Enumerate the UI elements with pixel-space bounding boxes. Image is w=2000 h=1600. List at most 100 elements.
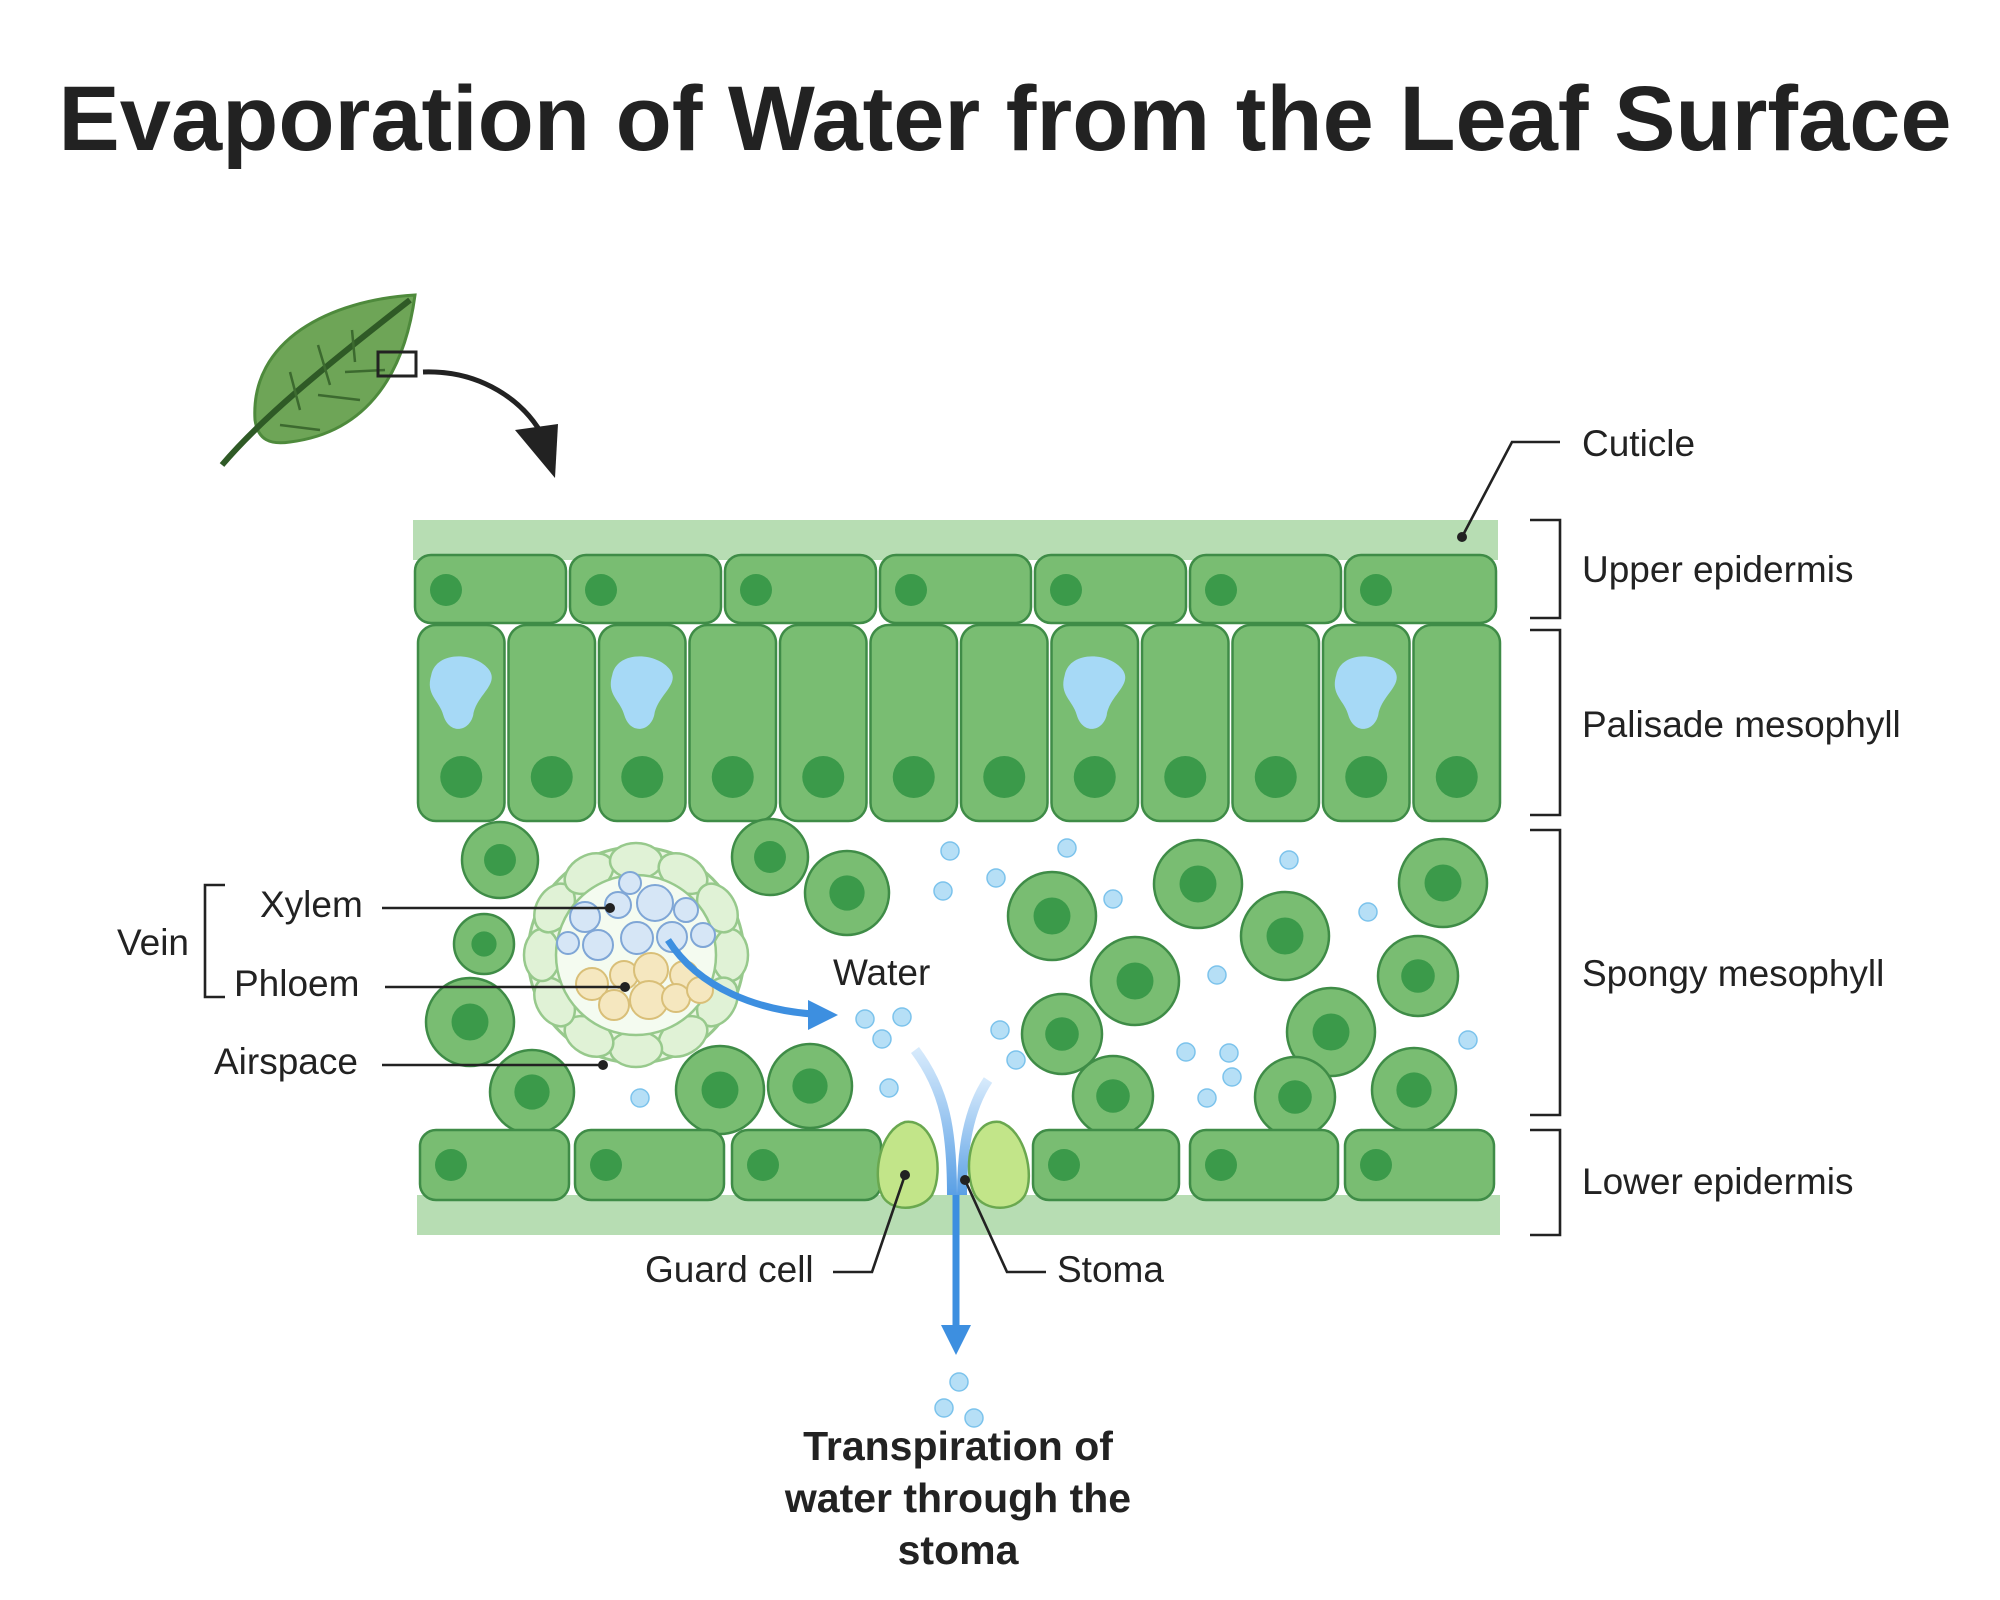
- upper-epidermis-cell: [568, 553, 723, 625]
- vacuole: [1334, 656, 1397, 729]
- palisade-cell: [1231, 623, 1321, 823]
- xylem-cell: [582, 929, 614, 961]
- upper-epidermis-cell: [723, 553, 878, 625]
- upper-epidermis-cell: [413, 553, 568, 625]
- lower-epidermis-cell: [1188, 1128, 1340, 1202]
- xylem-cell: [569, 901, 601, 933]
- nucleus: [1278, 1080, 1312, 1114]
- label-cuticle: Cuticle: [1582, 423, 1695, 464]
- water-droplet: [1279, 850, 1299, 870]
- upper-epidermis-cells: [413, 553, 1498, 625]
- upper-epidermis-cell: [1033, 553, 1188, 625]
- guard-cell-right: [967, 1120, 1030, 1209]
- label-palisade-mesophyll: Palisade mesophyll: [1582, 704, 1901, 745]
- vein-bracket: [203, 883, 225, 999]
- guard-cell-left: [876, 1120, 939, 1209]
- lower-epidermis-cell: [573, 1128, 726, 1202]
- nucleus: [895, 574, 927, 606]
- nucleus: [1266, 917, 1304, 955]
- water-droplet: [855, 1009, 875, 1029]
- nucleus: [892, 756, 935, 798]
- nucleus: [1164, 756, 1207, 798]
- nucleus: [1360, 574, 1392, 606]
- water-droplet: [933, 881, 953, 901]
- water-droplet: [964, 1408, 984, 1428]
- nucleus: [1254, 756, 1297, 798]
- nucleus: [747, 1149, 779, 1181]
- transpiration-arrowhead: [941, 1325, 971, 1355]
- xylem-cell: [620, 921, 654, 955]
- nucleus: [1116, 962, 1154, 1000]
- nucleus: [1360, 1149, 1392, 1181]
- water-droplet: [1103, 889, 1123, 909]
- nucleus: [1435, 756, 1478, 798]
- palisade-cell: [1412, 623, 1502, 823]
- nucleus: [451, 1003, 489, 1041]
- label-spongy-mesophyll: Spongy mesophyll: [1582, 953, 1884, 994]
- water-droplet: [1176, 1042, 1196, 1062]
- nucleus: [1205, 1149, 1237, 1181]
- zoom-box: [376, 350, 418, 378]
- nucleus: [1205, 574, 1237, 606]
- water-droplet: [1006, 1050, 1026, 1070]
- nucleus: [1179, 865, 1217, 903]
- nucleus: [711, 756, 754, 798]
- cuticle-leader: [1460, 440, 1560, 538]
- xylem-cell: [636, 884, 674, 922]
- nucleus: [1050, 574, 1082, 606]
- xylem-cell: [690, 922, 716, 948]
- label-xylem: Xylem: [260, 884, 363, 925]
- nucleus: [802, 756, 845, 798]
- nucleus: [1073, 756, 1116, 798]
- label-lower-epidermis: Lower epidermis: [1582, 1161, 1853, 1202]
- nucleus: [740, 574, 772, 606]
- water-flow-arrow: [665, 938, 813, 1018]
- nucleus: [530, 756, 573, 798]
- water-droplet: [1207, 965, 1227, 985]
- nucleus: [1345, 756, 1388, 798]
- lower-epidermis-cells: [418, 1128, 1496, 1202]
- caption-line-1: Transpiration of: [803, 1423, 1113, 1469]
- palisade-cell: [1140, 623, 1230, 823]
- label-water: Water: [833, 952, 930, 993]
- water-flow-arrowhead: [808, 1000, 838, 1030]
- water-droplet: [1222, 1067, 1242, 1087]
- palisade-cell: [869, 623, 959, 823]
- phloem-cell: [661, 983, 691, 1013]
- stoma-flow-left: [910, 1047, 957, 1196]
- caption-line-2: water through the: [784, 1475, 1131, 1521]
- xylem-cells: [556, 871, 716, 961]
- nucleus: [621, 756, 664, 798]
- water-droplet: [1458, 1030, 1478, 1050]
- nucleus: [792, 1068, 828, 1104]
- nucleus: [590, 1149, 622, 1181]
- nucleus: [1401, 959, 1435, 993]
- nucleus: [1033, 897, 1071, 935]
- nucleus: [829, 875, 865, 911]
- nucleus: [440, 756, 483, 798]
- lower-epidermis-cell: [1031, 1128, 1181, 1202]
- palisade-cell: [507, 623, 597, 823]
- water-droplet: [986, 868, 1006, 888]
- page-title: Evaporation of Water from the Leaf Surfa…: [58, 68, 1951, 170]
- caption-line-3: stoma: [898, 1527, 1020, 1573]
- lower-epidermis-cell: [418, 1128, 571, 1202]
- water-droplet: [1057, 838, 1077, 858]
- water-droplet: [1197, 1088, 1217, 1108]
- vacuole: [610, 656, 673, 729]
- label-guard-cell: Guard cell: [645, 1249, 814, 1290]
- palisade-mesophyll-cells: [416, 623, 1502, 823]
- water-droplet: [934, 1398, 954, 1418]
- upper-cuticle: [413, 520, 1498, 560]
- nucleus: [1312, 1013, 1350, 1051]
- nucleus: [471, 931, 497, 957]
- label-airspace: Airspace: [214, 1041, 358, 1082]
- vacuole: [429, 656, 492, 729]
- bundle-sheath-cell: [522, 927, 562, 983]
- phloem-cell: [575, 967, 609, 1001]
- upper-epidermis-cell: [1188, 553, 1343, 625]
- nucleus: [430, 574, 462, 606]
- label-phloem: Phloem: [234, 963, 359, 1004]
